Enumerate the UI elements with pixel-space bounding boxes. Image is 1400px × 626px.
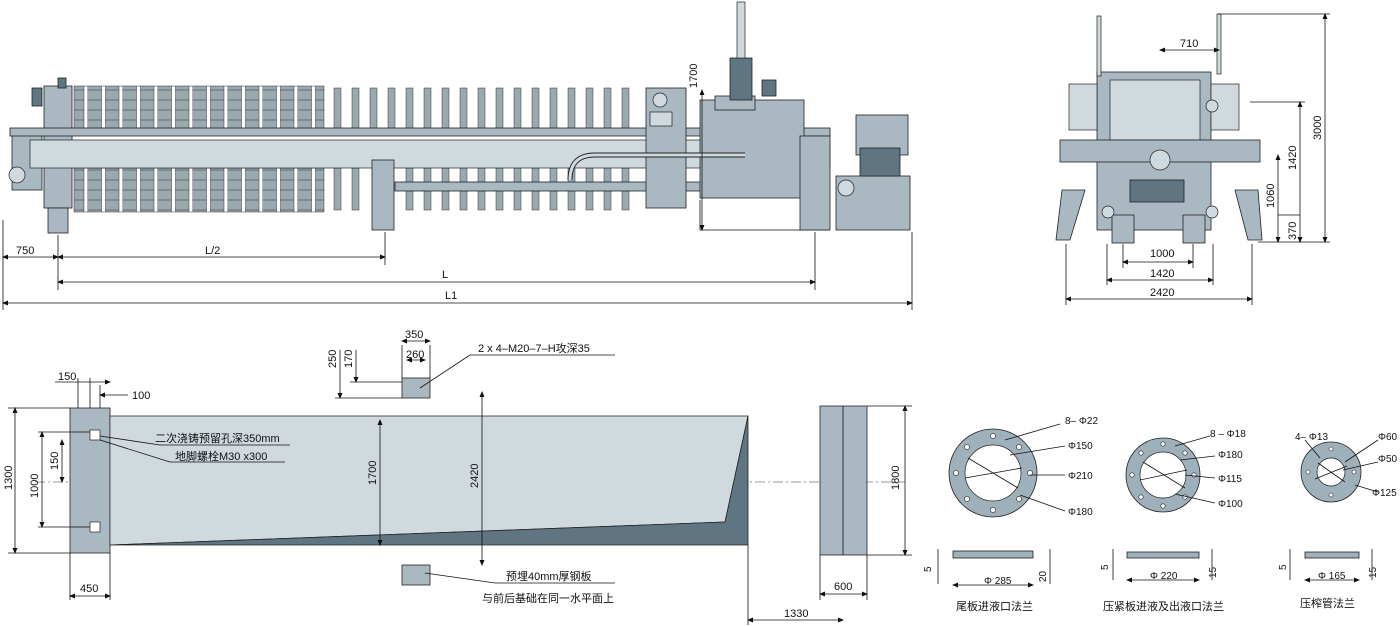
- flange-pipe: 4– Φ13 Φ60 Φ50 Φ125 5 15 Φ 165 压榨管法兰: [1278, 432, 1398, 610]
- press-thk-b: 15: [1208, 566, 1219, 578]
- press-thk-a: 5: [1100, 564, 1111, 570]
- left-cylinder: [1068, 83, 1098, 131]
- dim-2420-foundation: 2420: [469, 464, 481, 488]
- pipe-holes: 4– Φ13: [1295, 432, 1328, 443]
- pipe-flange-section: [1304, 551, 1360, 559]
- pipe-dia: Φ 165: [1318, 571, 1346, 582]
- dim-350: 350: [405, 329, 423, 341]
- cylinder-block: [699, 99, 805, 199]
- press-dia: Φ 220: [1150, 571, 1178, 582]
- tail-d150: Φ150: [1068, 441, 1093, 452]
- dim-250: 250: [327, 350, 339, 368]
- cylinder: [729, 57, 753, 101]
- press-holes: 8 – Φ18: [1210, 429, 1246, 440]
- dim-total-length: L1: [445, 290, 457, 302]
- dim-450: 450: [80, 583, 98, 595]
- tail-thk-a: 5: [923, 566, 934, 572]
- flange-tail: 8– Φ22 Φ150 Φ210 Φ180 5 20 Φ 285 尾板进液口法兰: [923, 416, 1098, 613]
- inlet-flange: [8, 166, 26, 184]
- dim-1060: 1060: [1265, 184, 1277, 208]
- dim-600: 600: [834, 581, 852, 593]
- note-thread: 2 x 4–M20–7–H攻深35: [478, 341, 590, 355]
- note-reserved-hole: 二次浇铸预留孔深350mm: [155, 431, 280, 445]
- tail-flange-caption: 尾板进液口法兰: [956, 599, 1033, 613]
- tail-d210: Φ210: [1068, 471, 1093, 482]
- flange-press: 8 – Φ18 Φ180 Φ115 Φ100 5 15 Φ 220 压紧板进液及…: [1100, 429, 1246, 613]
- tail-holes: 8– Φ22: [1065, 416, 1098, 427]
- middle-support: [371, 159, 395, 231]
- dim-710: 710: [1180, 38, 1198, 50]
- right-leg: [1234, 189, 1263, 241]
- left-leg: [1055, 189, 1086, 241]
- dim-half-length: L/2: [205, 245, 220, 257]
- dim-1700-foundation: 1700: [367, 461, 379, 485]
- press-flange-section: [1126, 551, 1200, 559]
- pipe-thk-a: 5: [1278, 564, 1289, 570]
- pipe-flange-caption: 压榨管法兰: [1300, 596, 1355, 610]
- foundation-right-block: [819, 405, 868, 556]
- side-motor: [1129, 179, 1185, 203]
- piston-rod: [736, 1, 746, 59]
- note-embedded-plate: 预埋40mm厚钢板: [506, 569, 592, 583]
- dim-150-v: 150: [49, 452, 61, 470]
- pump-motor: [859, 147, 901, 177]
- tail-d180: Φ180: [1068, 507, 1093, 518]
- press-head: [645, 87, 687, 209]
- note-anchor-bolt: 地脚螺栓M30 x300: [175, 449, 267, 463]
- embedded-plate-bottom: [401, 564, 431, 586]
- rear-support: [799, 135, 831, 231]
- front-view: 750 L/2 L L1 1700: [2, 1, 913, 310]
- embedded-plate-top: [401, 377, 431, 399]
- press-d100: Φ100: [1218, 499, 1243, 510]
- pipe-d50: Φ50: [1378, 454, 1398, 465]
- foundation-dimensions: 350 260 250 170 2 x 4–M20–7–H攻深35 2420 1…: [3, 329, 912, 625]
- dim-1420-v: 1420: [1287, 146, 1299, 170]
- note-same-level: 与前后基础在同一水平面上: [482, 591, 614, 605]
- dim-1420-h: 1420: [1150, 268, 1174, 280]
- foundation-slope: [109, 415, 749, 546]
- dim-1330: 1330: [784, 608, 808, 620]
- tail-thk-b: 20: [1038, 570, 1049, 582]
- press-d115: Φ115: [1218, 474, 1242, 485]
- top-beam: [9, 127, 831, 137]
- dim-100: 100: [132, 390, 150, 402]
- dim-750: 750: [16, 245, 34, 257]
- filter-plates-bottom: [73, 167, 325, 213]
- tail-leg: [47, 207, 69, 234]
- front-dimensions: 750 L/2 L L1 1700: [2, 64, 913, 310]
- dim-370: 370: [1287, 222, 1299, 240]
- dim-150-top: 150: [58, 371, 76, 383]
- dim-170: 170: [343, 350, 355, 368]
- dim-height-1700: 1700: [688, 64, 700, 88]
- side-dimensions: 710 3000 1420 1060 370 1000 1420 2420: [1065, 13, 1330, 305]
- pipe-d125: Φ125: [1372, 488, 1397, 499]
- dim-3000: 3000: [1312, 116, 1324, 140]
- dim-260: 260: [406, 349, 424, 361]
- dim-1800: 1800: [890, 466, 902, 490]
- dim-length: L: [442, 269, 448, 281]
- tail-flange-section: [952, 550, 1034, 559]
- dim-1000-foundation: 1000: [29, 474, 41, 498]
- filter-plates-top: [73, 85, 325, 131]
- press-d180: Φ180: [1218, 450, 1243, 461]
- foundation-plan: 350 260 250 170 2 x 4–M20–7–H攻深35 2420 1…: [3, 329, 912, 625]
- tail-dia: Φ 285: [984, 576, 1012, 587]
- pipe-thk-b: 15: [1368, 566, 1379, 578]
- dim-1000: 1000: [1150, 248, 1174, 260]
- press-flange-caption: 压紧板进液及出液口法兰: [1103, 599, 1224, 613]
- pipe-d60: Φ60: [1378, 432, 1398, 443]
- dim-2420: 2420: [1150, 287, 1174, 299]
- side-view: 710 3000 1420 1060 370 1000 1420 2420: [1055, 13, 1330, 305]
- tail-top: [31, 87, 43, 107]
- dim-1300: 1300: [3, 466, 15, 490]
